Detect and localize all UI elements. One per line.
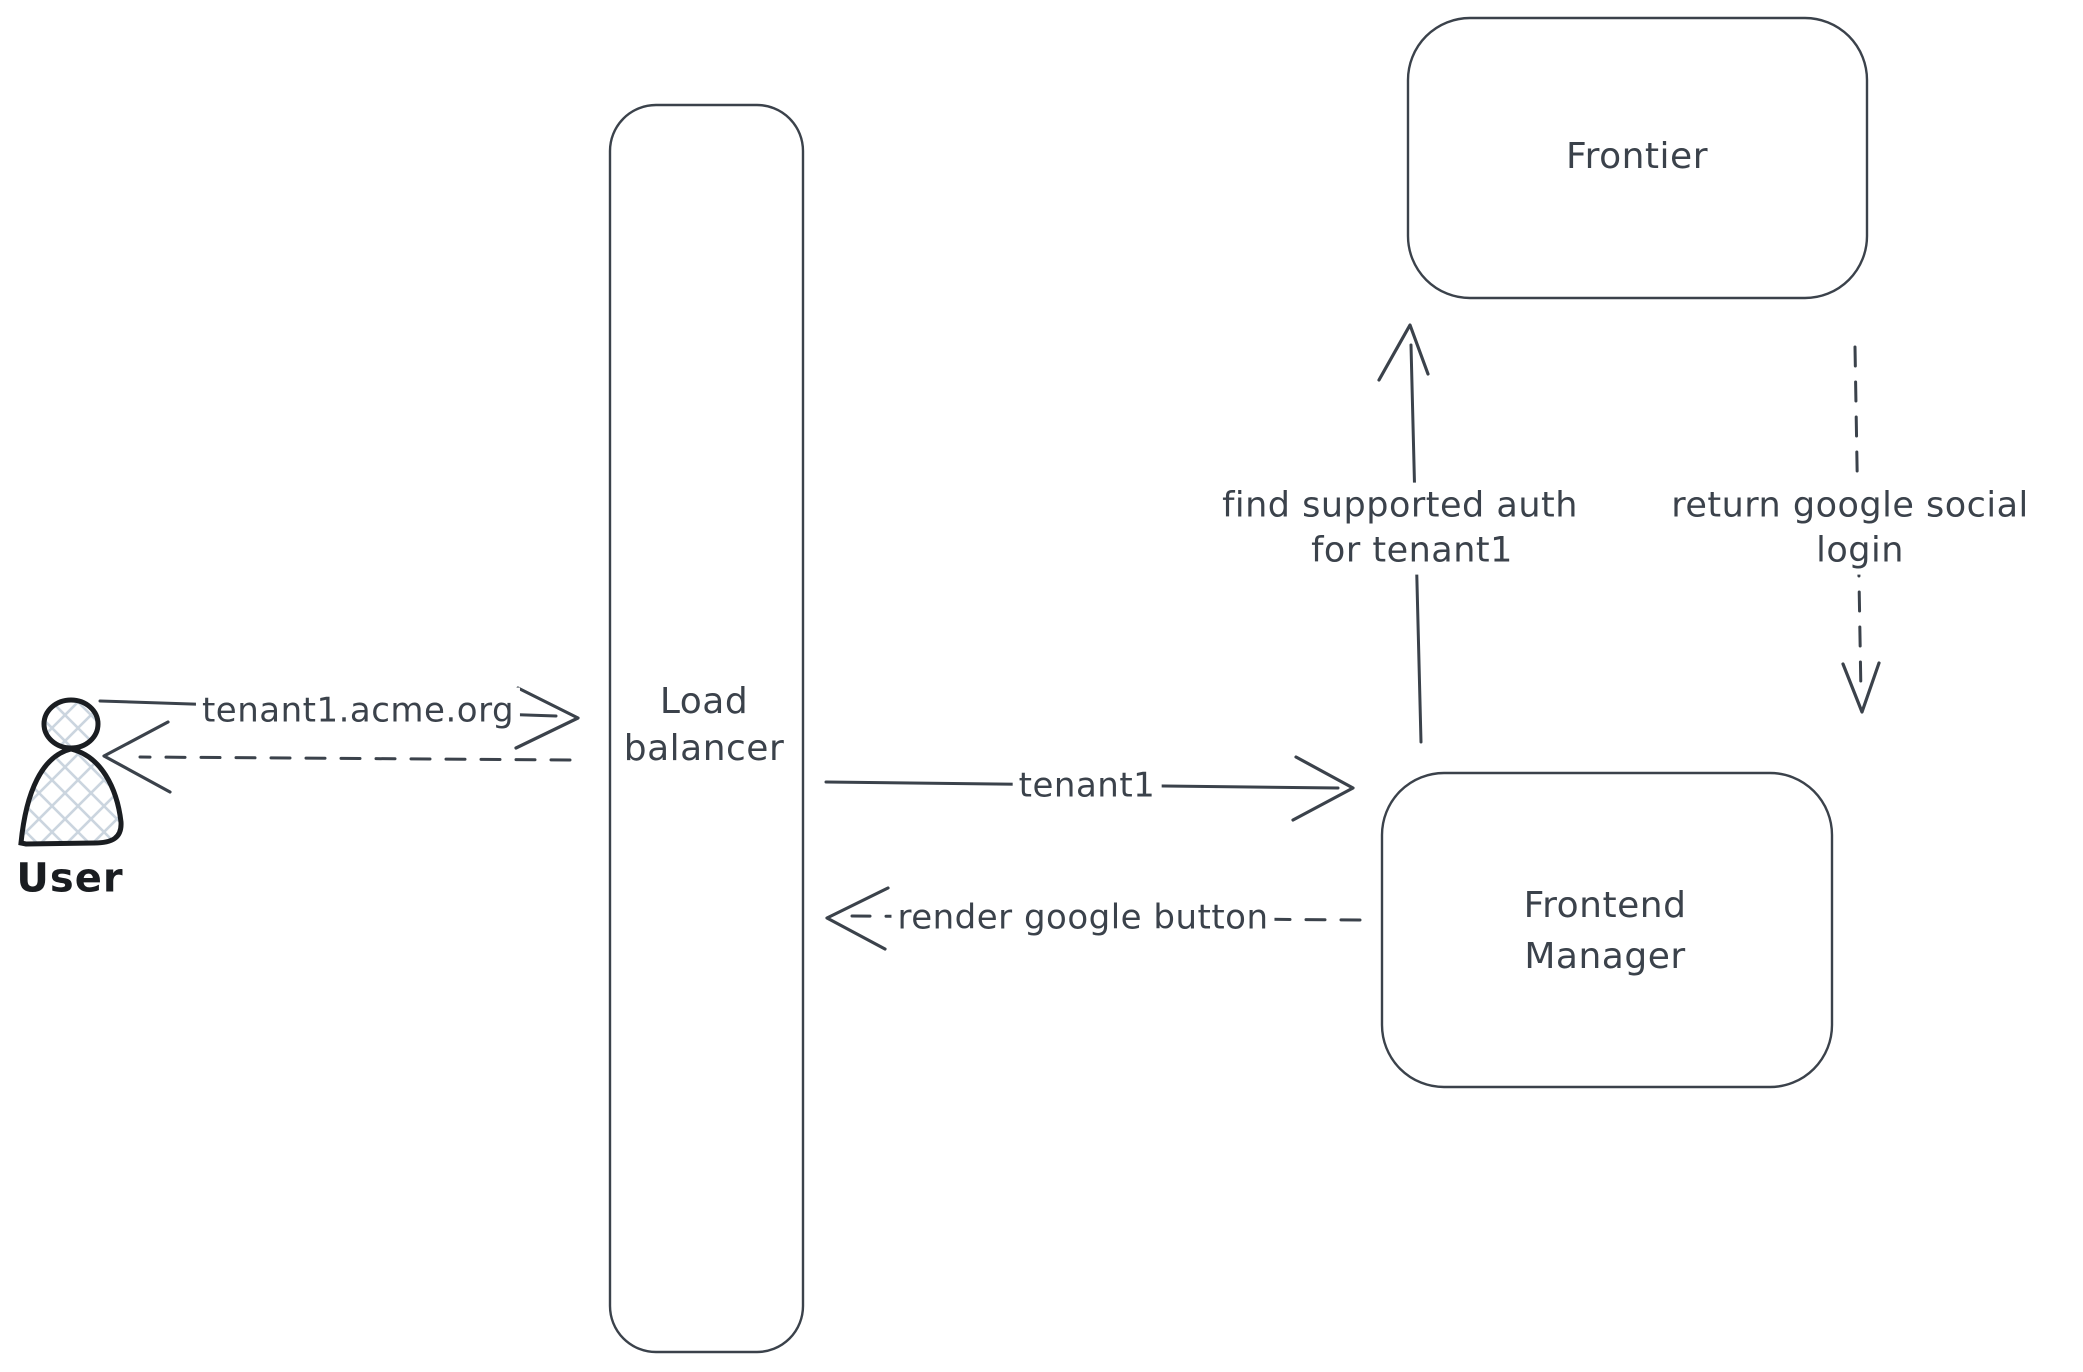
return-social-edge-label-line1: return google social xyxy=(1665,482,2035,530)
user-body xyxy=(18,746,124,847)
load-balancer-box xyxy=(608,103,805,1354)
arrow-response-to-user xyxy=(102,720,572,794)
load-balancer-label-line2: balancer xyxy=(623,728,785,770)
user-head xyxy=(41,697,101,751)
request-edge-label: tenant1.acme.org xyxy=(195,687,521,735)
find-auth-edge-label-line2: for tenant1 xyxy=(1305,527,1519,575)
frontend-manager-box xyxy=(1380,771,1834,1089)
tenant-forward-edge-label: tenant1 xyxy=(1012,762,1162,810)
frontier-label: Frontier xyxy=(1565,136,1709,178)
frontend-manager-label-line1: Frontend xyxy=(1523,885,1687,927)
render-google-edge-label: render google button xyxy=(891,894,1275,942)
find-auth-edge-label-line1: find supported auth xyxy=(1216,482,1584,530)
return-social-edge-label-line2: login xyxy=(1810,527,1910,575)
user-actor-icon xyxy=(18,697,124,847)
frontier-box xyxy=(1406,16,1869,300)
load-balancer-label-line1: Load xyxy=(659,681,749,723)
frontend-manager-label-line2: Manager xyxy=(1524,936,1686,978)
user-label: User xyxy=(16,855,124,902)
